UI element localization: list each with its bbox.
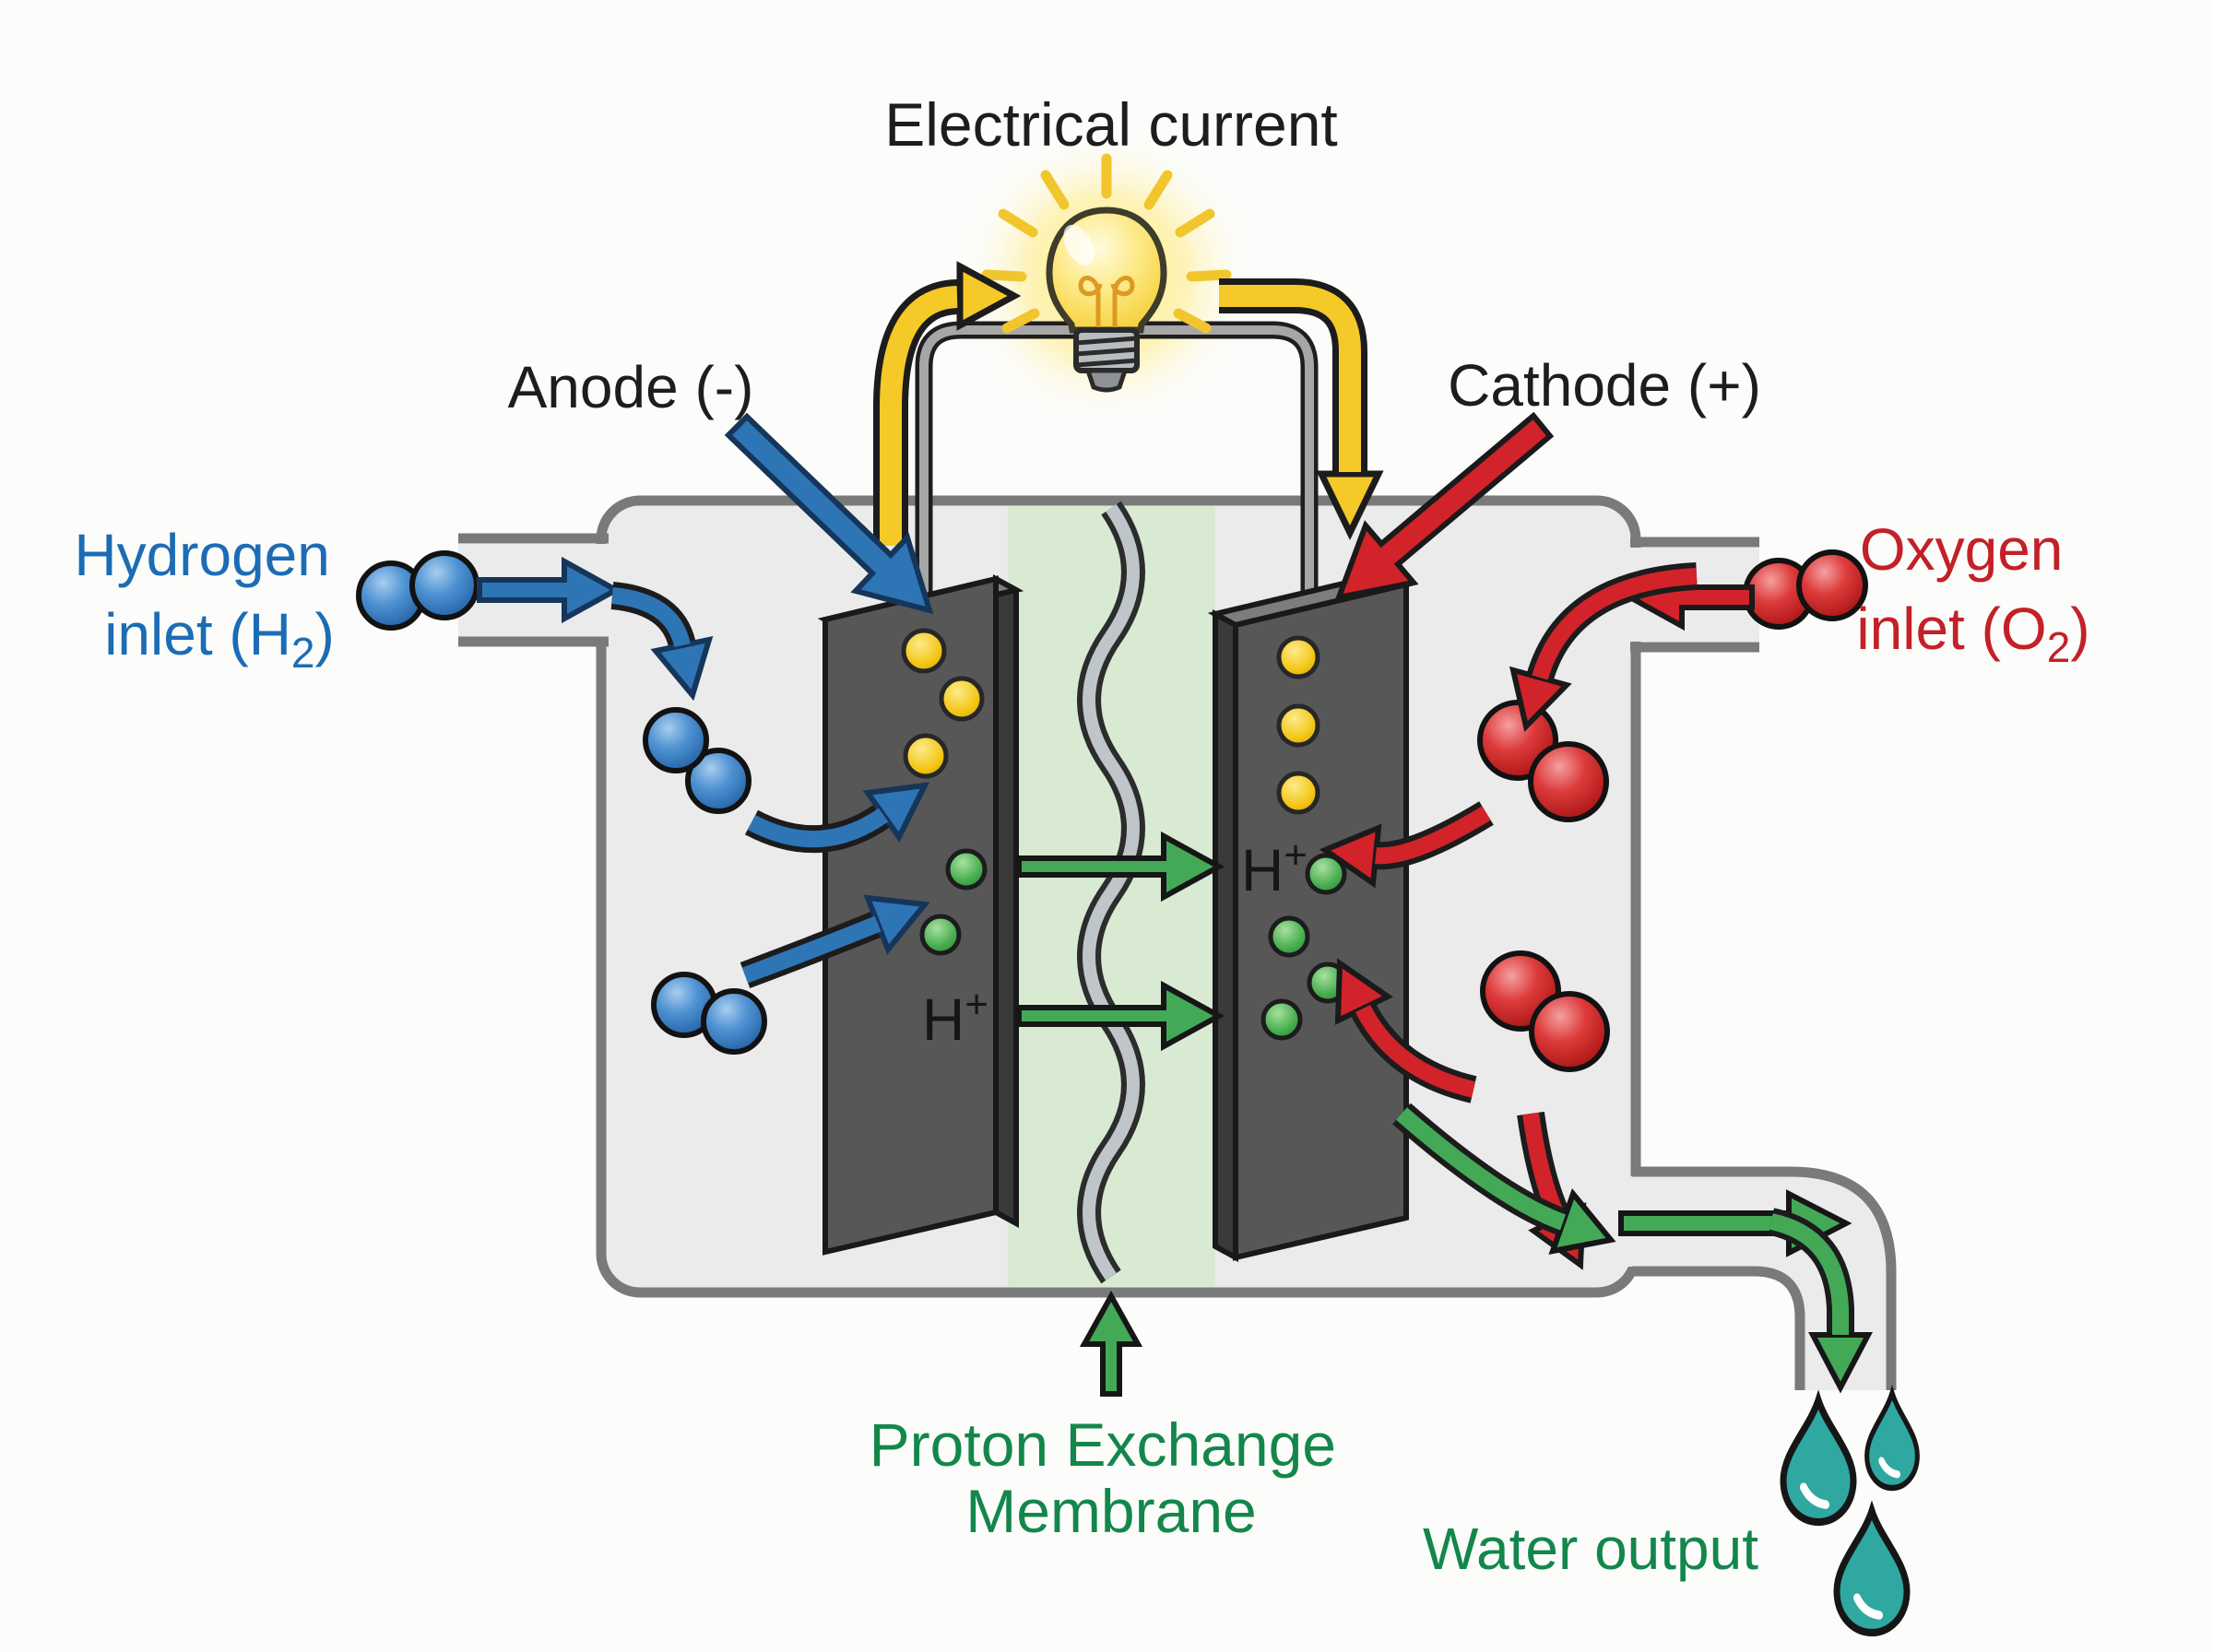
- cathode-pointer-arrow: [1334, 411, 1555, 601]
- current-arrow-left: [873, 261, 1022, 546]
- electron-dot-icon: [1276, 635, 1320, 679]
- oxygen-flow-arrow-3: [1334, 958, 1477, 1103]
- membrane-wavy-line: [1077, 501, 1145, 1284]
- water-drop-icon: [1864, 1385, 1920, 1492]
- proton-dot-icon: [1305, 853, 1347, 895]
- electron-dots-cathode: [1260, 635, 1349, 1041]
- electron-dots-anode: [901, 628, 988, 956]
- electron-dot-icon: [903, 733, 949, 779]
- light-bulb-icon: [1046, 206, 1167, 393]
- hydrogen-flow-arrow-1: [610, 582, 714, 702]
- proton-label-cathode: H+: [1241, 832, 1308, 903]
- membrane-pointer-arrow: [1079, 1290, 1143, 1397]
- proton-label-anode: H+: [922, 982, 988, 1053]
- water-flow-arrow-from-cathode: [1392, 1103, 1616, 1255]
- hydrogen-inlet-label: Hydrogen inlet (H2): [74, 522, 346, 677]
- water-output-label: Water output: [1423, 1516, 1758, 1582]
- cathode-label: Cathode (+): [1448, 352, 1761, 419]
- water-drop-icon: [1833, 1500, 1911, 1637]
- hydrogen-molecule-icon: [356, 550, 479, 631]
- water-drop-icon: [1780, 1389, 1857, 1527]
- anode-plate: [817, 573, 1024, 1256]
- cathode-plate: [1207, 570, 1414, 1263]
- oxygen-molecule-icon: [1480, 950, 1610, 1072]
- oxygen-molecule-icon: [1743, 549, 1868, 630]
- electrical-current-label: Electrical current: [884, 90, 1338, 159]
- proton-dot-icon: [1260, 998, 1303, 1041]
- proton-dot-icon: [919, 914, 962, 956]
- oxygen-inlet-label: Oxygen inlet (O2): [1856, 516, 2089, 671]
- hydrogen-flow-arrow-3: [740, 894, 930, 989]
- bulb-rays: [981, 153, 1232, 334]
- hydrogen-inlet-arrow: [477, 556, 622, 624]
- proton-flow-arrow-lower: [1016, 980, 1225, 1052]
- anode-pointer-arrow: [724, 412, 934, 615]
- anode-label: Anode (-): [508, 354, 754, 420]
- oxygen-molecule-icon: [1477, 700, 1609, 822]
- electron-dot-icon: [1276, 771, 1320, 815]
- electron-dot-icon: [1276, 703, 1320, 748]
- current-arrow-right: [1219, 278, 1384, 541]
- proton-dot-icon: [945, 848, 988, 891]
- electron-dot-icon: [939, 676, 985, 722]
- proton-flow-arrow-upper: [1016, 831, 1225, 903]
- hydrogen-molecule-icon: [643, 707, 751, 814]
- hydrogen-flow-arrow-2: [744, 782, 930, 854]
- water-flow-arrow-elbow: [1768, 1208, 1873, 1394]
- proton-dot-icon: [1268, 915, 1310, 958]
- oxygen-flow-arrow-1: [1509, 562, 1698, 733]
- electron-dot-icon: [901, 628, 947, 674]
- oxygen-flow-arrow-2: [1319, 801, 1494, 889]
- hydrogen-molecule-icon: [651, 972, 767, 1055]
- membrane-label: Proton Exchange Membrane: [870, 1410, 1354, 1545]
